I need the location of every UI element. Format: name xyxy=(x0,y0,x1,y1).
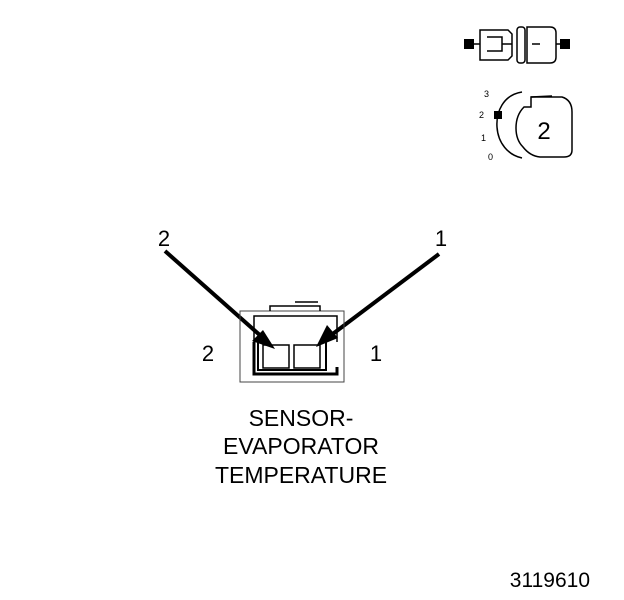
arrow-label-pin-1: 1 xyxy=(435,226,447,251)
key-scale-0: 0 xyxy=(488,152,493,162)
key-scale-1: 1 xyxy=(481,133,486,143)
connector-pair-icon xyxy=(464,26,570,64)
key-position-number: 2 xyxy=(537,118,550,145)
key-scale-2: 2 xyxy=(479,110,484,120)
arrow-pin-1 xyxy=(316,252,441,347)
side-label-pin-1: 1 xyxy=(370,341,382,366)
side-label-pin-2: 2 xyxy=(202,341,214,366)
title-line-2: EVAPORATOR xyxy=(223,433,379,459)
title-line-3: TEMPERATURE xyxy=(215,462,387,488)
arrow-pin-2 xyxy=(163,249,275,349)
figure-id: 3119610 xyxy=(510,569,590,592)
sensor-connector-face xyxy=(239,301,345,383)
title-line-1: SENSOR- xyxy=(249,405,354,431)
key-scale-3: 3 xyxy=(484,89,489,99)
pin-cavity-1 xyxy=(293,344,321,369)
pin-cavity-2 xyxy=(262,344,290,369)
key-position-icon: 3 2 1 0 2 xyxy=(479,89,573,162)
arrow-label-pin-2: 2 xyxy=(158,226,170,251)
